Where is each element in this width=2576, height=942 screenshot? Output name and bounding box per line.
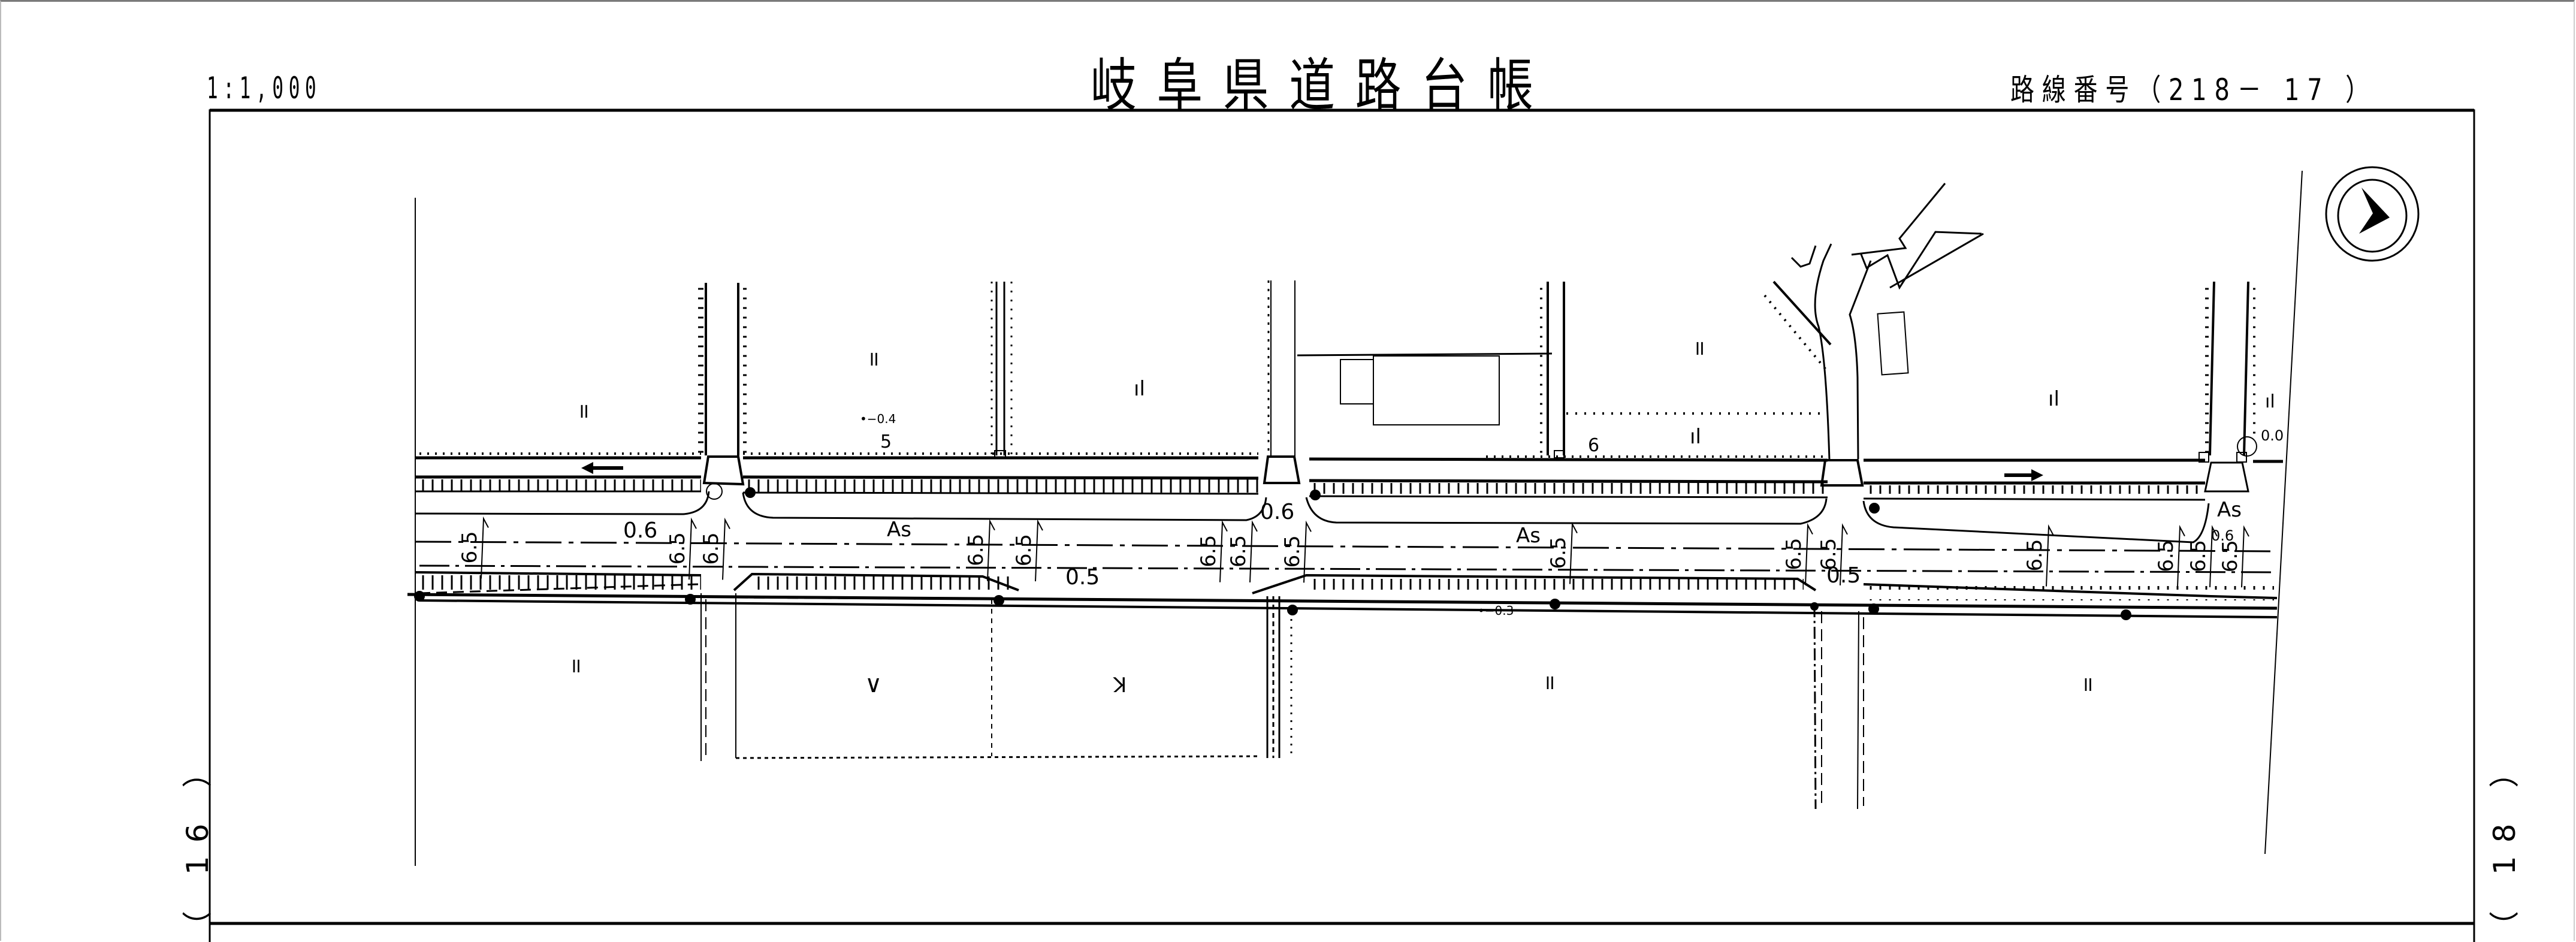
lane-width-mark: 6.5 <box>458 516 489 579</box>
pavement-asphalt-label: As <box>887 518 911 542</box>
scale-label: 1:1,000 <box>207 71 322 105</box>
elevation-label: •−0.4 <box>860 412 896 426</box>
lane-width-label: 6.5 <box>1227 535 1251 567</box>
lane-width-label: 6.5 <box>666 532 690 564</box>
utility-pole-icon <box>1868 603 1879 614</box>
utility-pole-icon <box>993 595 1004 606</box>
paddy-field-symbol: ॥ <box>867 347 879 371</box>
field-symbol: ıl <box>2048 387 2059 411</box>
lane-width-mark: 6.5 <box>2218 525 2249 588</box>
elevation-label: 0.0 <box>2261 427 2284 444</box>
manhole-icon <box>1310 490 1321 500</box>
lane-width-label: 6.5 <box>458 531 482 563</box>
utility-pole-icon <box>2121 609 2131 620</box>
manhole-icon <box>745 487 756 498</box>
lane-width-mark: 6.5 <box>666 517 697 580</box>
field-symbol: ıl <box>2265 391 2275 412</box>
route-number: 路線番号（218－ 17 ） <box>2010 73 2377 107</box>
lane-width-label: 6.5 <box>1197 535 1221 567</box>
side-roads-south <box>700 593 1864 810</box>
map-frame <box>209 108 2475 942</box>
wasteland-symbol: ∨ <box>865 671 882 698</box>
lane-width-label: 6.5 <box>1012 534 1036 566</box>
lane-width-label: 6.5 <box>1547 536 1571 569</box>
lane-width-label: 6.5 <box>1782 538 1806 570</box>
field-symbol: ıl <box>1134 377 1145 401</box>
side-roads-north <box>698 183 2255 493</box>
lane-width-label: 6.5 <box>1281 535 1304 567</box>
field-symbol: ıl <box>1690 425 1701 449</box>
map-labels: •−0.4 •−0.3 0.0 5 6 0.6 0.6 0.6 0.5 0.5 … <box>569 336 2284 698</box>
traffic-direction-arrows <box>581 462 2043 481</box>
lane-width-mark: 6.5 <box>2023 524 2054 587</box>
arrow-right-icon <box>2031 469 2043 481</box>
lane-width-label: 6.5 <box>2218 540 2242 572</box>
paddy-field-symbol: ॥ <box>2081 672 2093 696</box>
width-label: 0.5 <box>1826 563 1861 588</box>
lane-width-label: 6.5 <box>964 534 988 566</box>
lane-width-mark: 6.5 <box>1782 523 1813 585</box>
utility-pole-icon <box>414 591 425 602</box>
width-label: 0.6 <box>1260 500 1294 524</box>
page-title: 岐阜県道路台帳 <box>1091 52 1554 119</box>
paddy-field-symbol: ॥ <box>1543 671 1555 695</box>
width-label: 0.6 <box>623 518 657 543</box>
lane-width-label: 6.5 <box>2154 540 2178 572</box>
utility-pole-icon <box>1287 605 1298 615</box>
pavement-asphalt-label: As <box>1516 524 1541 548</box>
road-centerline <box>415 541 2278 573</box>
paddy-field-symbol: ॥ <box>577 399 589 423</box>
arrow-left-icon <box>581 462 593 474</box>
lane-width-label: 6.5 <box>699 532 723 564</box>
lane-width-mark: 6.5 <box>2187 525 2218 587</box>
lane-width-mark: 6.5 <box>1197 520 1228 582</box>
lane-width-mark: 6.5 <box>1012 519 1043 582</box>
lane-width-mark: 6.5 <box>964 518 995 581</box>
south-side-road-edge <box>407 571 2278 618</box>
lane-width-label: 6.5 <box>2023 539 2047 571</box>
utility-poles <box>414 436 2257 620</box>
width-label: 0.5 <box>1065 565 1100 590</box>
north-side-road-edge <box>415 452 2283 501</box>
pavement-asphalt-label: As <box>2217 498 2242 522</box>
manhole-icon <box>1869 503 1880 514</box>
utility-pole-icon <box>1550 599 1560 609</box>
north-arrow-icon <box>2325 166 2420 262</box>
paddy-field-symbol: ॥ <box>1693 336 1705 360</box>
lane-width-label: 6.5 <box>1817 538 1841 570</box>
lane-width-label: 6.5 <box>2187 540 2210 572</box>
right-boundary-line <box>2264 170 2303 855</box>
lane-width-mark: 6.5 <box>699 517 730 580</box>
lane-width-mark: 6.5 <box>1817 523 1848 585</box>
lane-width-mark: 6.5 <box>2154 524 2185 587</box>
forest-symbol: ꓘ <box>1113 674 1127 698</box>
lot-number-label: 6 <box>1588 435 1599 456</box>
width-label: 0.6 <box>2211 527 2234 544</box>
lane-width-mark: 6.5 <box>1281 520 1312 583</box>
paddy-field-symbol: ॥ <box>569 654 581 678</box>
lane-width-mark: 6.5 <box>1227 520 1258 582</box>
utility-pole-icon <box>685 594 696 605</box>
lot-number-label: 5 <box>880 431 892 452</box>
lane-width-mark: 6.5 <box>1547 521 1578 584</box>
elevation-label: •−0.3 <box>1478 603 1514 618</box>
